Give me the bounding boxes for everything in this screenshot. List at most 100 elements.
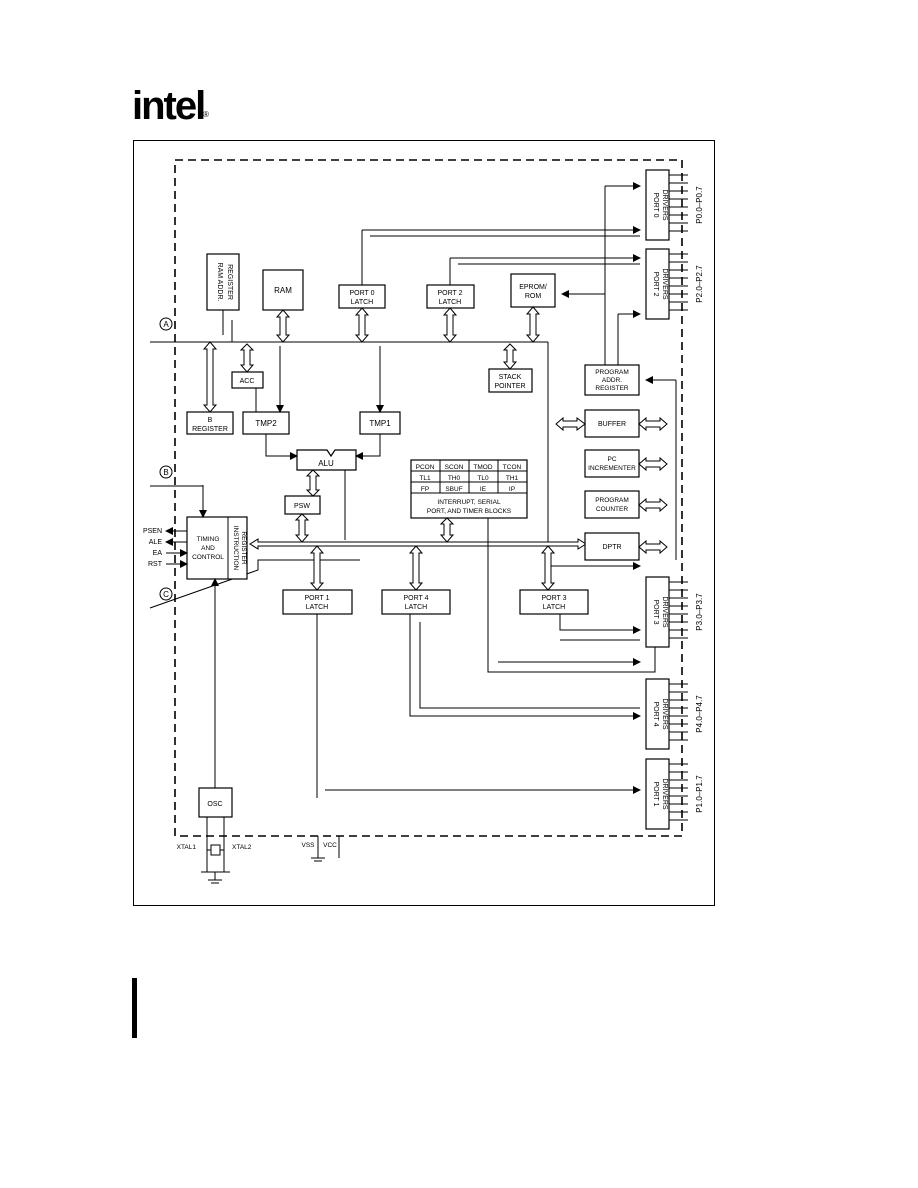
pc-incrementer-block [584,449,640,478]
sfr-cell: SCON [445,464,464,471]
dptr-label: DPTR [602,544,621,551]
port4-pin-label: P4.0–P4.7 [695,695,704,733]
sfr-caption-1: INTERRUPT, SERIAL [437,499,501,506]
eprom-label-2: ROM [525,293,542,300]
port4-drivers-label-2: DRIVERS [661,698,668,729]
program-addr-label-2: ADDR. [602,377,622,384]
connector-c-label: C [163,590,169,599]
port2-pin-label: P2.0–P2.7 [695,265,704,303]
ram-addr-label-2: REGISTER [226,264,233,300]
port2-drivers-label-2: DRIVERS [661,268,668,299]
port3-latch-block [519,589,589,615]
sfr-cell: TCON [503,464,522,471]
intel-logo: intel [132,84,206,128]
vss-label: VSS [301,842,315,849]
pc-incrementer-label-1: PC [607,456,616,463]
port1-drivers-block [645,758,670,830]
program-addr-register-block [584,364,640,396]
sfr-cell: IE [480,486,487,493]
buffer-block [584,409,640,438]
port-pins [669,174,688,821]
connector-a [159,317,173,331]
port1-pin-label: P1.0–P1.7 [695,775,704,813]
osc-block [198,787,233,818]
sfr-cell: SBUF [445,486,462,493]
sfr-caption-2: PORT, AND TIMER BLOCKS [427,508,512,515]
connector-a-label: A [163,320,169,329]
stack-pointer-label-1: STACK [499,374,522,381]
port3-latch-label-2: LATCH [543,604,565,611]
timing-control-block [186,516,248,580]
sfr-cell: TH1 [506,475,519,482]
port0-latch-label-2: LATCH [351,299,373,306]
instruction-register-label-2: REGISTER [240,531,247,565]
tmp2-label: TMP2 [255,419,277,428]
xtal2-label: XTAL2 [232,844,252,851]
port1-drivers-label-1: PORT 1 [652,781,659,806]
stack-pointer-label-2: POINTER [494,383,525,390]
xtal1-label: XTAL1 [177,844,197,851]
program-counter-block [584,490,640,519]
control-signal-arrows [165,527,188,568]
port2-latch-label-1: PORT 2 [437,290,462,297]
revision-bar [132,978,137,1038]
ram-addr-label-1: RAM ADDR. [216,263,223,302]
port0-drivers-block [645,169,670,241]
sfr-cell: FP [421,486,429,493]
port3-drivers-label-1: PORT 3 [652,599,659,624]
b-register-label-1: B [208,417,213,424]
connector-b [159,465,173,479]
program-addr-label-3: REGISTER [595,385,629,392]
right-bus-taps [555,416,668,555]
port0-drivers-label-1: PORT 0 [652,192,659,217]
sfr-cell: TL1 [419,475,431,482]
sfr-cell: TMOD [473,464,492,471]
timing-label-1: TIMING [197,536,220,543]
block-diagram-frame [133,140,715,906]
supply-ground [311,836,340,862]
control-lines [150,182,677,798]
connector-b-label: B [163,468,168,477]
ale-label: ALE [149,539,163,546]
alu-block [296,449,357,471]
port0-pin-label: P0.0–P0.7 [695,186,704,224]
osc-label: OSC [207,801,222,808]
ram-block [262,269,304,311]
psw-label: PSW [294,503,310,510]
port1-latch-label-2: LATCH [306,604,328,611]
sfr-cell: IP [509,486,515,493]
registered-mark: ® [203,110,209,119]
timing-label-3: CONTROL [192,554,224,561]
alu-label: ALU [318,459,334,468]
psen-label: PSEN [143,528,162,535]
buffer-label: BUFFER [598,421,626,428]
chip-boundary [174,159,683,837]
port2-drivers-block [645,248,670,320]
port1-drivers-label-2: DRIVERS [661,778,668,809]
sfr-cell: TL0 [477,475,489,482]
b-register-label-2: REGISTER [192,426,228,433]
timing-label-2: AND [201,545,215,552]
program-counter-label-2: COUNTER [596,506,628,513]
tmp1-label: TMP1 [369,419,391,428]
port4-drivers-label-1: PORT 4 [652,701,659,726]
port4-drivers-block [645,678,670,750]
sfr-cell: TH0 [448,475,461,482]
port2-drivers-label-1: PORT 2 [652,271,659,296]
vcc-label: VCC [323,842,337,849]
ram-addr-register-block [206,253,240,311]
crystal-circuit [201,817,230,884]
port0-drivers-label-2: DRIVERS [661,189,668,220]
pc-incrementer-label-2: INCREMENTER [588,465,636,472]
ea-label: EA [153,550,163,557]
port3-latch-label-1: PORT 3 [541,595,566,602]
bus-taps [202,306,556,591]
sfr-table: PCON SCON TMOD TCON TL1 TH0 TL0 TH1 FP S… [410,459,528,519]
port0-latch-label-1: PORT 0 [349,290,374,297]
port3-pin-label: P3.0–P3.7 [695,593,704,631]
instruction-register-label-1: INSTRUCTION [232,526,239,571]
port3-drivers-block [645,576,670,648]
port2-latch-label-2: LATCH [439,299,461,306]
rst-label: RST [148,561,163,568]
